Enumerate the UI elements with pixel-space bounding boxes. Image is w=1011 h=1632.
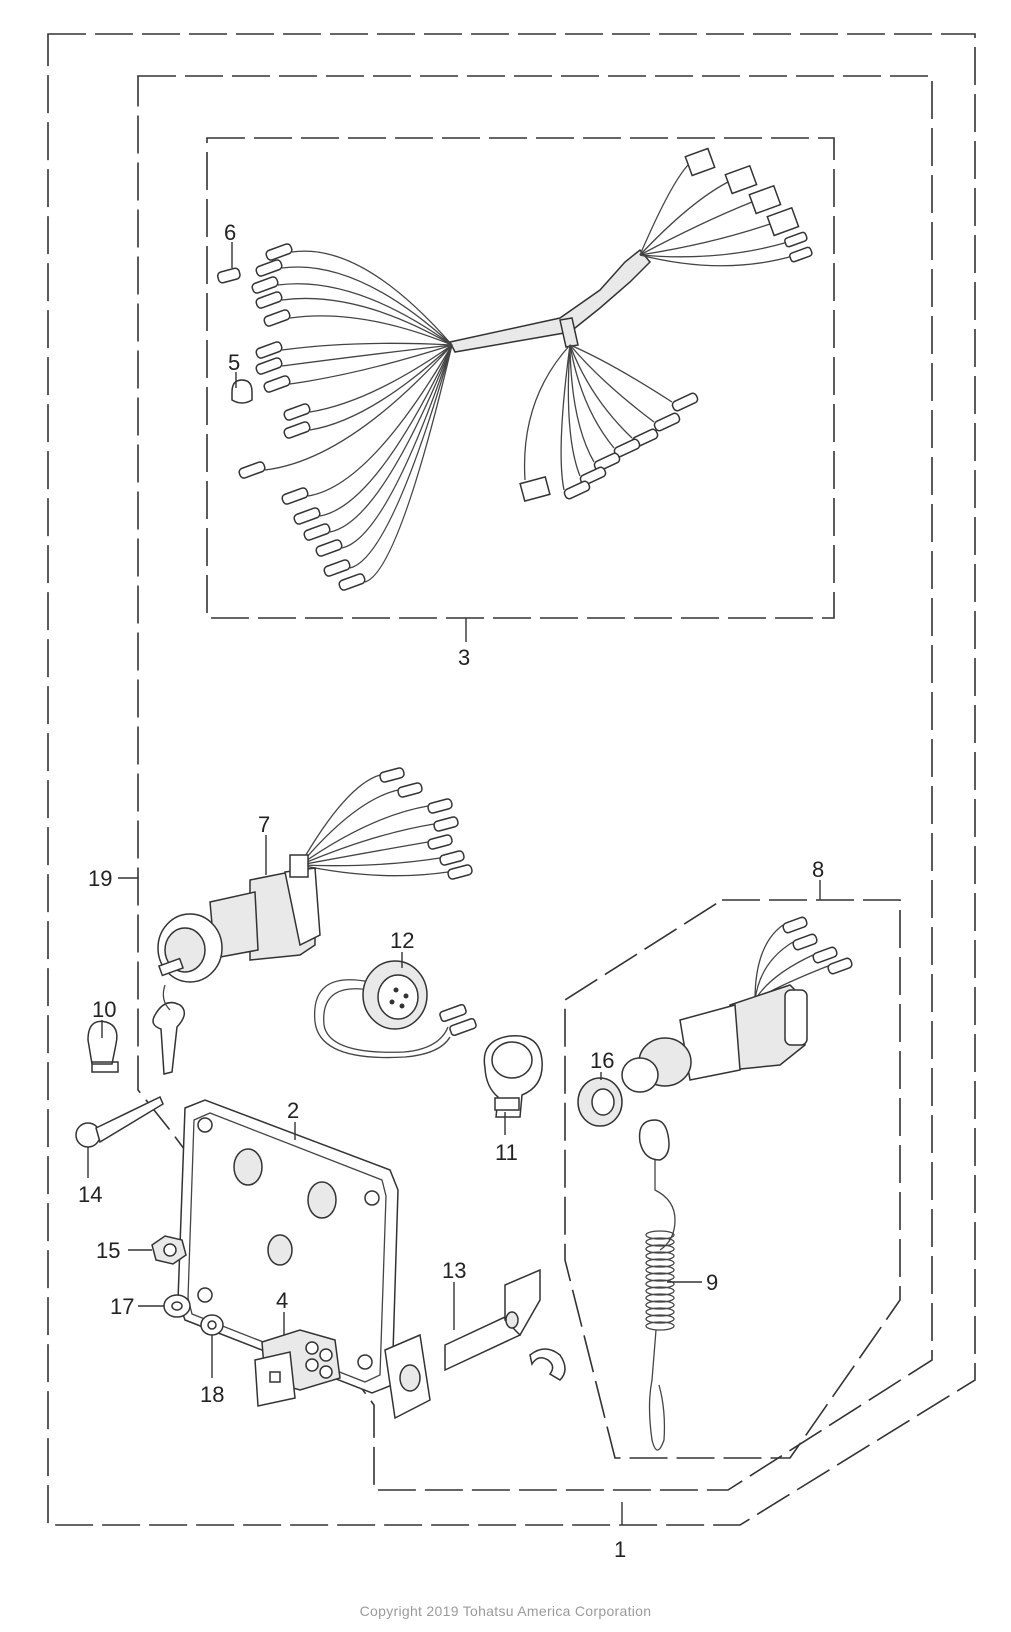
washer-17 bbox=[163, 1294, 191, 1318]
callout-9: 9 bbox=[706, 1270, 718, 1295]
bracket-13 bbox=[384, 1268, 566, 1420]
harness-boundary-3 bbox=[206, 137, 835, 619]
terminal-pin-6 bbox=[216, 267, 241, 284]
callout-7: 7 bbox=[258, 812, 270, 837]
key-switch-7 bbox=[152, 767, 473, 1075]
callout-17: 17 bbox=[110, 1294, 134, 1319]
callout-14: 14 bbox=[78, 1182, 102, 1207]
buzzer-12 bbox=[314, 960, 477, 1059]
callout-2: 2 bbox=[287, 1098, 299, 1123]
callout-19: 19 bbox=[88, 866, 112, 891]
callout-8: 8 bbox=[812, 857, 824, 882]
callout-16: 16 bbox=[590, 1048, 614, 1073]
clip-10 bbox=[87, 1020, 119, 1073]
callout-12: 12 bbox=[390, 928, 414, 953]
callout-6: 6 bbox=[224, 220, 236, 245]
callout-18: 18 bbox=[200, 1382, 224, 1407]
switch-nut-16 bbox=[577, 1077, 623, 1127]
callout-1: 1 bbox=[614, 1537, 626, 1562]
callout-13: 13 bbox=[442, 1258, 466, 1283]
switch-boundary-8 bbox=[564, 899, 901, 1459]
buzzer-holder-11 bbox=[483, 1034, 543, 1118]
callout-4: 4 bbox=[276, 1288, 288, 1313]
screw-14 bbox=[75, 1095, 164, 1148]
callout-5: 5 bbox=[228, 350, 240, 375]
callout-10: 10 bbox=[92, 997, 116, 1022]
leader-lines bbox=[87, 242, 821, 1525]
main-wire-harness bbox=[238, 147, 813, 591]
terminal-cap-5 bbox=[231, 379, 253, 404]
callout-11: 11 bbox=[495, 1140, 518, 1165]
assembly-boundary-1 bbox=[47, 33, 976, 1526]
gasket-plate-2 bbox=[177, 1099, 399, 1394]
copyright-notice: Copyright 2019 Tohatsu America Corporati… bbox=[359, 1603, 652, 1619]
coupler-4 bbox=[254, 1329, 341, 1407]
nut-15 bbox=[151, 1235, 187, 1265]
callout-3: 3 bbox=[458, 645, 470, 670]
callout-15: 15 bbox=[96, 1238, 120, 1263]
washer-18 bbox=[200, 1314, 224, 1336]
stop-switch-8 bbox=[621, 916, 853, 1093]
lanyard-9 bbox=[638, 1119, 676, 1451]
